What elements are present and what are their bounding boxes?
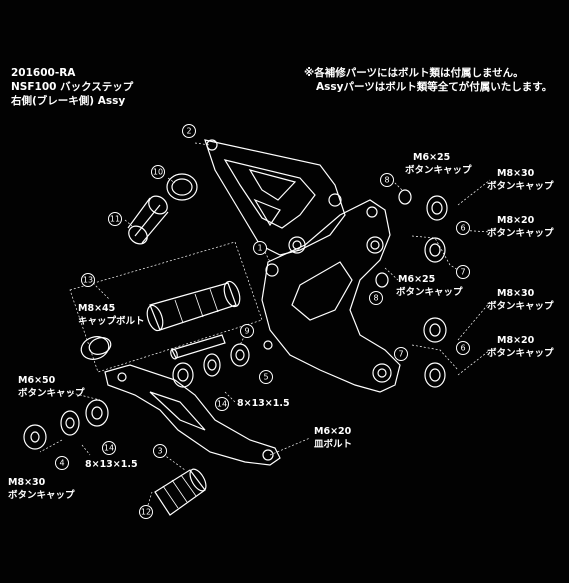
badge-3: 3 [153,444,167,458]
callout-m6x25-mid-type: ボタンキャップ [396,287,463,298]
bracket-plate [204,139,346,256]
badge-6a: 6 [456,221,470,235]
callout-m8x45-size: M8×45 [78,303,116,314]
main-hanger-plate [261,193,401,393]
footpeg-rubber-upper [127,173,198,245]
badge-5: 5 [259,370,273,384]
callout-m6x50-size: M6×50 [18,375,56,386]
callout-m6x50-type: ボタンキャップ [18,388,85,399]
badge-11: 11 [108,212,122,226]
badge-14b: 14 [102,441,116,455]
small-pin [170,334,226,360]
callout-m8x20-b-type: ボタンキャップ [487,348,554,359]
callout-m6x25-top-size: M6×25 [413,152,451,163]
badge-10: 10 [151,165,165,179]
note-line-1: ※各補修パーツにはボルト類は付属しません。 [304,67,524,79]
footpeg-rubber-lower [154,468,207,516]
svg-text:7: 7 [398,350,403,359]
svg-text:14: 14 [104,444,114,453]
svg-text:7: 7 [460,268,465,277]
svg-text:6: 6 [460,344,465,353]
callout-bearing-b: 8×13×1.5 [85,459,138,470]
badge-13: 13 [81,273,95,287]
pivot-group-outline [69,241,263,373]
callout-m8x30-b-size: M8×30 [497,288,535,299]
svg-text:9: 9 [244,327,249,336]
badge-9: 9 [240,324,254,338]
callout-m8x30-c-type: ボタンキャップ [8,490,75,501]
callout-m8x20-a-type: ボタンキャップ [487,228,554,239]
svg-text:4: 4 [59,459,64,468]
svg-text:1: 1 [257,244,262,253]
callout-m6x25-mid-size: M6×25 [398,274,436,285]
callout-m8x20-b-size: M8×20 [497,335,535,346]
button-caps-right [375,189,448,388]
callout-m8x30-a-size: M8×30 [497,168,535,179]
assembly-side: 右側(ブレーキ側) Assy [11,95,126,107]
badge-7b: 7 [394,347,408,361]
pivot-shaft [146,280,241,332]
svg-text:8: 8 [373,294,378,303]
svg-text:13: 13 [83,276,93,285]
brake-lever [104,364,281,466]
bushings [172,343,250,388]
svg-text:8: 8 [384,176,389,185]
badge-14a: 14 [215,397,229,411]
badge-8b: 8 [369,291,383,305]
badge-6b: 6 [456,341,470,355]
callout-m8x20-a-size: M8×20 [497,215,535,226]
callout-m8x30-a-type: ボタンキャップ [487,181,554,192]
svg-text:12: 12 [141,508,151,517]
callout-m8x30-c-size: M8×30 [8,477,46,488]
svg-text:6: 6 [460,224,465,233]
part-number-badges: 2 10 11 1 13 8 6 7 8 6 7 9 5 14 14 3 4 1… [55,124,470,519]
product-name: NSF100 バックステップ [11,81,134,93]
callout-m6x20-type: 皿ボルト [314,439,353,450]
svg-text:3: 3 [157,447,162,456]
callout-m6x20-size: M6×20 [314,426,352,437]
note-line-2: Assyパーツはボルト類等全てが付属いたします。 [316,81,553,93]
badge-4: 4 [55,456,69,470]
svg-text:2: 2 [186,127,191,136]
svg-text:10: 10 [153,168,163,177]
badge-12: 12 [139,505,153,519]
svg-text:11: 11 [110,215,120,224]
callout-m6x25-top-type: ボタンキャップ [405,165,472,176]
callout-m8x45-type: キャップボルト [78,316,145,327]
callout-m8x30-b-type: ボタンキャップ [487,301,554,312]
badge-1: 1 [253,241,267,255]
part-number: 201600-RA [11,67,76,79]
callout-bearing-a: 8×13×1.5 [237,398,290,409]
svg-text:5: 5 [263,373,268,382]
badge-2: 2 [182,124,196,138]
lower-washers [23,399,109,450]
badge-8a: 8 [380,173,394,187]
pivot-cap [80,336,112,360]
svg-text:14: 14 [217,400,227,409]
badge-7a: 7 [456,265,470,279]
